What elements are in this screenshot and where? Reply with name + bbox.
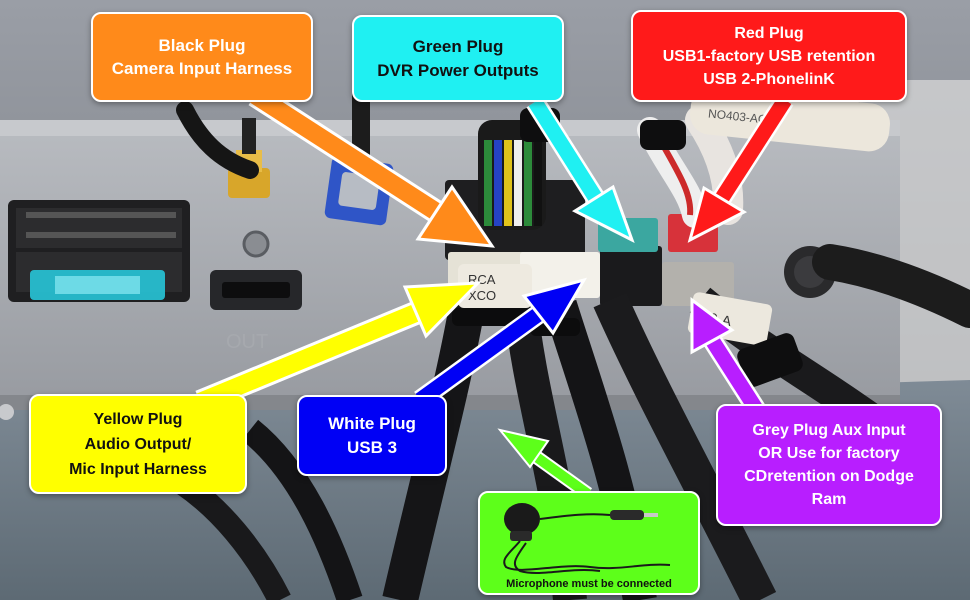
callout-grey-line-4: Ram (811, 491, 847, 508)
callout-black-plug: Black Plug Camera Input Harness (91, 12, 313, 102)
callout-white-line-1: White Plug (328, 413, 416, 433)
aux-connector (784, 244, 970, 328)
callout-white-line-2: USB 3 (346, 437, 398, 457)
callout-grey-plug: Grey Plug Aux Input OR Use for factory C… (716, 404, 942, 526)
arrow-green-plug (526, 96, 635, 244)
callout-yellow-plug: Yellow Plug Audio Output/ Mic Input Harn… (29, 394, 247, 494)
callout-green-plug: Green Plug DVR Power Outputs (352, 15, 564, 102)
callout-grey-line-2: OR Use for factory (758, 445, 900, 462)
hdmi-port (210, 270, 302, 310)
callout-microphone: Microphone must be connected (478, 491, 700, 595)
callout-red-line-2: USB1-factory USB retention (662, 47, 876, 65)
callout-yellow-line-3: Mic Input Harness (69, 460, 207, 478)
arrow-white-plug (414, 277, 588, 409)
callout-red-line-3: USB 2-PhonelinK (703, 70, 835, 88)
arrow-red-plug (687, 94, 794, 243)
callout-black-line-1: Black Plug (158, 36, 246, 55)
cable-label-xco: XCO (468, 288, 496, 303)
cable-label-no403: NO403-AO (707, 106, 767, 126)
callout-white-plug: White Plug USB 3 (297, 395, 447, 476)
out-label: OUT (226, 331, 268, 353)
labeled-cable-top (690, 86, 890, 152)
multicolor-wire-bundle (478, 120, 546, 230)
microphone-caption: Microphone must be connected (506, 578, 672, 590)
callout-yellow-line-2: Audio Output/ (84, 435, 192, 453)
callout-yellow-line-1: Yellow Plug (93, 410, 183, 428)
arrow-yellow-plug (195, 281, 482, 414)
callout-grey-line-1: Grey Plug Aux Input (752, 422, 906, 439)
microphone-icon (504, 503, 540, 535)
arrow-grey-plug (690, 297, 767, 418)
arrow-black-plug (248, 84, 496, 248)
callout-grey-line-3: CDretention on Dodge (744, 468, 914, 485)
callout-red-line-1: Red Plug (734, 24, 804, 42)
callout-red-plug: Red Plug USB1-factory USB retention USB … (631, 10, 907, 102)
microphone-illustration (503, 503, 671, 574)
callout-green-line-2: DVR Power Outputs (377, 60, 539, 80)
callout-green-line-1: Green Plug (412, 36, 504, 56)
arrow-microphone (497, 428, 593, 500)
screw (242, 230, 270, 258)
callout-black-line-2: Camera Input Harness (111, 59, 293, 78)
